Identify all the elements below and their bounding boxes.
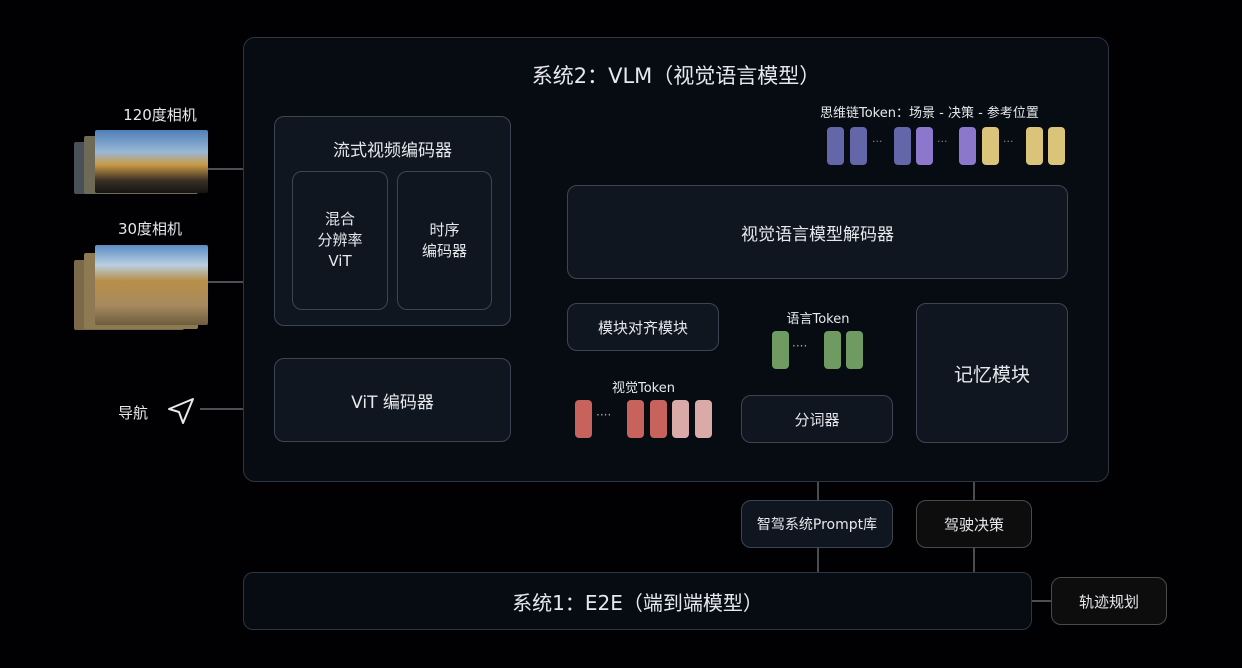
- position-token: [1048, 127, 1065, 165]
- decision-token: [916, 127, 933, 165]
- temporal-encoder-label: 时序 编码器: [421, 220, 467, 260]
- scene-token: [894, 127, 911, 165]
- ellipsis: ···: [872, 135, 883, 148]
- visual-token: [627, 400, 644, 438]
- navigation-arrow-icon: [168, 398, 194, 424]
- prompt-library-label: 智驾系统Prompt库: [756, 517, 878, 533]
- cot-token-label: 思维链Token：场景 - 决策 - 参考位置: [820, 106, 1039, 121]
- language-token-label: 语言Token: [786, 312, 850, 327]
- mixed-vit-label: 混合 分辨率 ViT: [317, 210, 363, 270]
- scene-token: [850, 127, 867, 165]
- visual-token: [575, 400, 592, 438]
- prompt-library: 智驾系统Prompt库: [741, 500, 893, 548]
- memory-module: 记忆模块: [916, 303, 1068, 443]
- vlm-decoder-label: 视觉语言模型解码器: [741, 224, 894, 245]
- decision-token: [959, 127, 976, 165]
- tokenizer: 分词器: [741, 395, 893, 443]
- visual-token-label: 视觉Token: [612, 381, 675, 396]
- vit-encoder: ViT 编码器: [274, 358, 511, 442]
- vlm-decoder: 视觉语言模型解码器: [567, 185, 1068, 279]
- temporal-encoder: 时序 编码器: [397, 171, 492, 310]
- navigation-label: 导航: [118, 404, 149, 422]
- camera-120-label: 120度相机: [123, 106, 197, 124]
- ellipsis: ···: [1003, 135, 1014, 148]
- driving-decision: 驾驶决策: [916, 500, 1032, 548]
- position-token: [982, 127, 999, 165]
- tokenizer-label: 分词器: [794, 410, 840, 429]
- ellipsis: ····: [792, 339, 808, 353]
- alignment-label: 模块对齐模块: [597, 318, 688, 337]
- trajectory-label: 轨迹规划: [1078, 592, 1139, 611]
- camera-30-label: 30度相机: [117, 220, 183, 238]
- language-token: [846, 331, 863, 369]
- memory-label: 记忆模块: [953, 363, 1030, 386]
- alignment-module: 模块对齐模块: [567, 303, 719, 351]
- language-token: [772, 331, 789, 369]
- ellipsis: ····: [596, 408, 612, 422]
- driving-decision-label: 驾驶决策: [943, 515, 1004, 534]
- ellipsis: ···: [937, 135, 948, 148]
- trajectory-planning: 轨迹规划: [1051, 577, 1167, 625]
- visual-token: [672, 400, 689, 438]
- system1-title: 系统1：E2E（端到端模型）: [512, 590, 763, 615]
- visual-token: [650, 400, 667, 438]
- position-token: [1026, 127, 1043, 165]
- scene-token: [827, 127, 844, 165]
- language-token: [824, 331, 841, 369]
- system1-e2e: 系统1：E2E（端到端模型）: [243, 572, 1032, 630]
- system2-title: 系统2：VLM（视觉语言模型）: [531, 64, 821, 88]
- stream-encoder-title: 流式视频编码器: [333, 141, 452, 161]
- mixed-resolution-vit: 混合 分辨率 ViT: [292, 171, 388, 310]
- visual-token: [695, 400, 712, 438]
- vit-encoder-label: ViT 编码器: [351, 392, 434, 413]
